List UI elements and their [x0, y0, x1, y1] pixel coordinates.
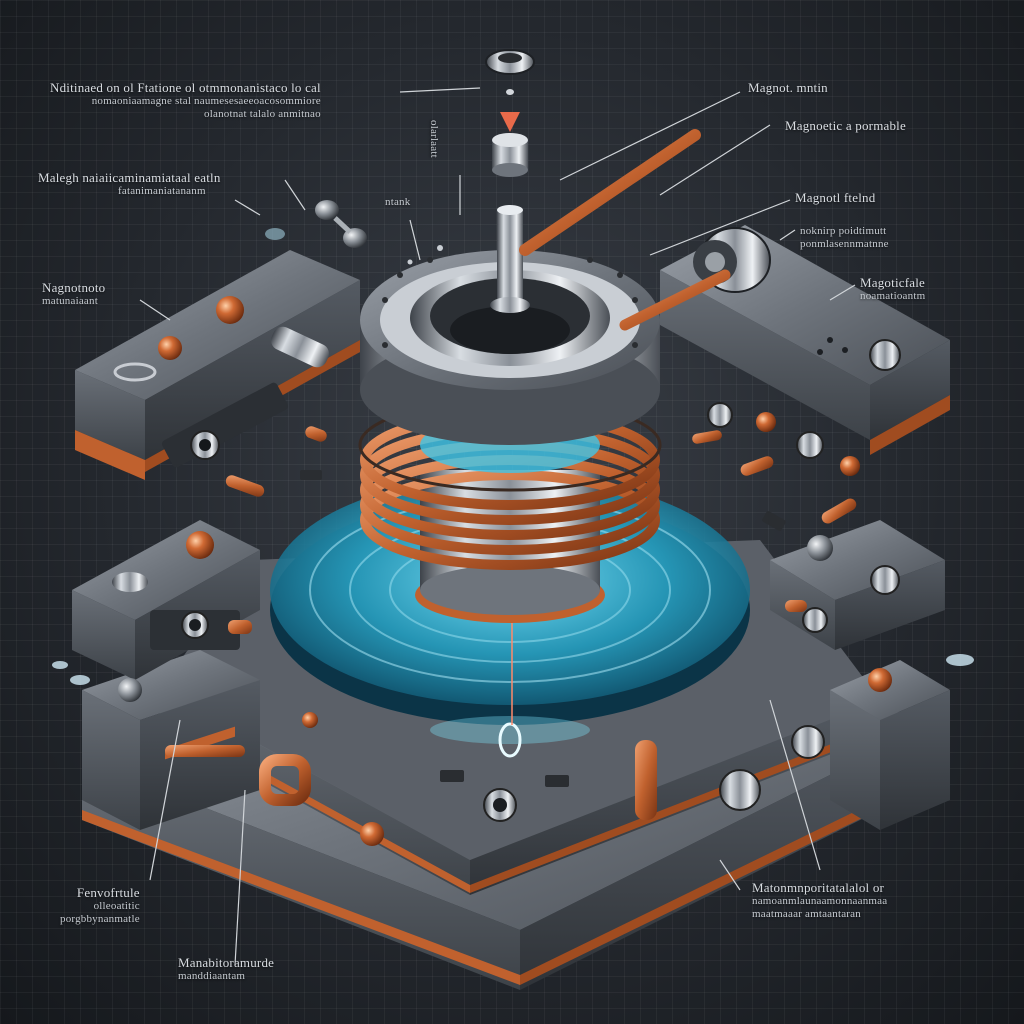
label-vertical: olarlaatt — [428, 120, 440, 158]
floating-parts — [265, 200, 443, 265]
label-magnet-top: Magnot. mntin — [748, 80, 828, 95]
label-top-left: Nditinaed on ol Ftatione ol otmmonanista… — [50, 80, 321, 120]
top-magnet-ring — [360, 250, 660, 445]
front-left-module — [72, 520, 260, 680]
label-magnetic-fale: Magoticfale noamatioantm — [860, 275, 926, 302]
corner-block-front-right — [830, 660, 950, 830]
label-magnetic-permeable: Magnoetic a pormable — [785, 118, 906, 133]
left-back-module — [75, 250, 360, 480]
scattered-parts — [52, 412, 974, 846]
right-back-module — [660, 225, 950, 459]
front-right-module — [770, 520, 945, 650]
copper-rods — [519, 129, 731, 331]
label-left-mid: Nagnotnoto matunaiaant — [42, 280, 106, 307]
label-left-upper: Malegh naiaiicaminamiataal eatln fatanim… — [38, 170, 221, 197]
leader-lines — [139, 87, 856, 966]
label-bottom-right: Matonmnporitatalalol or namoanmlaunaamon… — [752, 880, 888, 920]
label-center-small: ntank — [385, 196, 411, 208]
copper-coil — [358, 398, 662, 623]
label-bottom-center: Manabitoramurde manddiaantam — [178, 955, 275, 982]
label-magnetic-field: Magnotl ftelnd — [795, 190, 876, 205]
central-shaft — [485, 49, 535, 313]
label-bottom-left: Fenvofrtule olleoatitic porgbbynanmatle — [60, 885, 140, 925]
label-right-mid: noknirp poidtimutt ponmlasennmatnne — [800, 225, 889, 250]
